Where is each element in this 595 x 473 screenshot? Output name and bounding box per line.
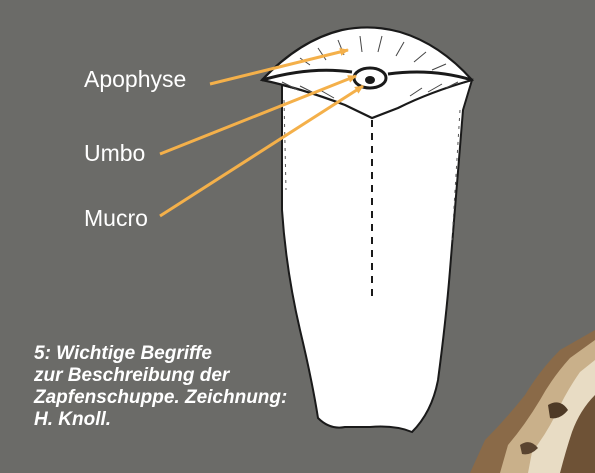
caption-line: 5: Wichtige Begriffe xyxy=(34,343,334,365)
mucro xyxy=(365,76,375,84)
caption-line: H. Knoll. xyxy=(34,409,334,431)
cone-fragment-photo xyxy=(470,330,595,473)
caption-line: Zapfenschuppe. Zeichnung: xyxy=(34,387,334,409)
label-umbo: Umbo xyxy=(84,142,145,165)
label-mucro: Mucro xyxy=(84,207,148,230)
caption-line: zur Beschreibung der xyxy=(34,365,334,387)
label-apophyse: Apophyse xyxy=(84,68,186,91)
figure-caption: 5: Wichtige Begriffe zur Beschreibung de… xyxy=(34,343,334,431)
